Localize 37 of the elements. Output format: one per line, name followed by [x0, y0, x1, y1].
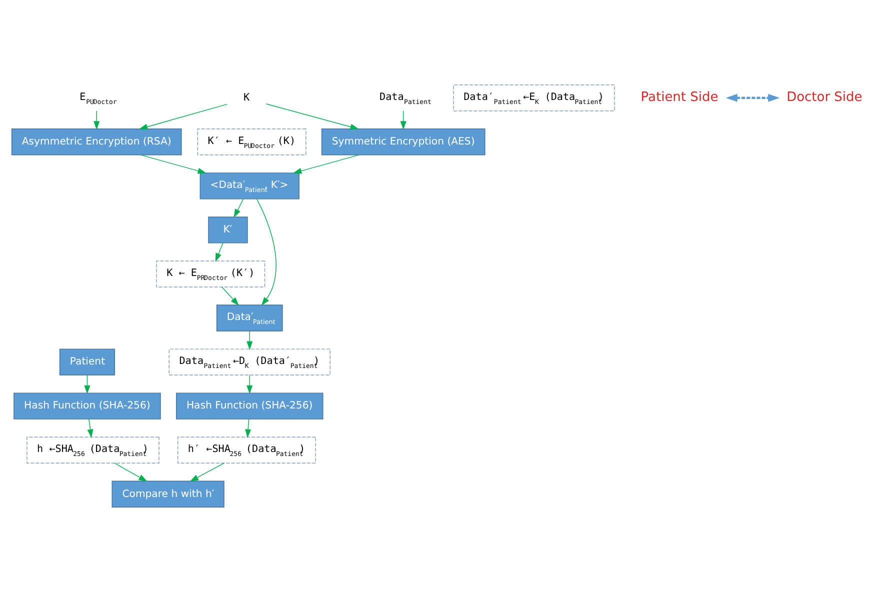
arrow: [400, 110, 406, 130]
node-box: Data′$_{Patient}$ ←E$_{K}$ (Data$_{Patient}$): [453, 84, 615, 111]
arrow: [190, 462, 224, 482]
node-box: Compare h with h′: [112, 480, 224, 507]
arrow: [246, 330, 253, 350]
node-box: Asymmetric Encryption (RSA): [11, 128, 182, 155]
arrow: [94, 110, 100, 130]
node-box: K ← E$_{PR}$$_{Doctor}$ (K′): [156, 260, 266, 287]
arrow: [266, 103, 359, 130]
node-box: Data$_{Patient}$ ←D$_{K}$ (Data′$_{Patient}$): [168, 348, 330, 375]
arrow: [87, 418, 94, 438]
arrow: [726, 93, 780, 102]
arrow: [222, 286, 239, 306]
node-box: Hash Function (SHA-256): [176, 392, 324, 419]
node-text: Patient Side: [640, 90, 718, 105]
arrow: [215, 242, 224, 262]
arrow: [246, 374, 253, 394]
arrow: [292, 154, 360, 174]
node-box: K′ ← E$_{PU}$$_{Doctor}$ (K): [197, 128, 306, 155]
node-text: Data$_{Patient}$: [380, 91, 432, 106]
arrow: [84, 374, 90, 394]
node-box: Symmetric Encryption (AES): [321, 128, 486, 155]
node-box: Data′$_{Patient}$: [216, 304, 283, 331]
node-box: Patient: [59, 348, 115, 375]
arrow: [140, 154, 206, 174]
node-text: Doctor Side: [786, 90, 862, 105]
arrow: [256, 198, 276, 306]
node-box: h ←SHA$_{256}$ (Data$_{Patient}$): [26, 436, 160, 463]
node-box: <Data′$_{Patient}$, K′>: [200, 172, 300, 199]
node-box: h′ ←SHA$_{256}$ (Data$_{Patient}$): [177, 436, 316, 463]
arrow: [234, 198, 244, 218]
node-box: K′: [208, 216, 248, 243]
node-text: K: [243, 92, 250, 104]
arrow: [138, 103, 228, 130]
node-box: Hash Function (SHA-256): [14, 392, 161, 419]
arrow: [245, 418, 252, 438]
arrow: [114, 462, 148, 482]
